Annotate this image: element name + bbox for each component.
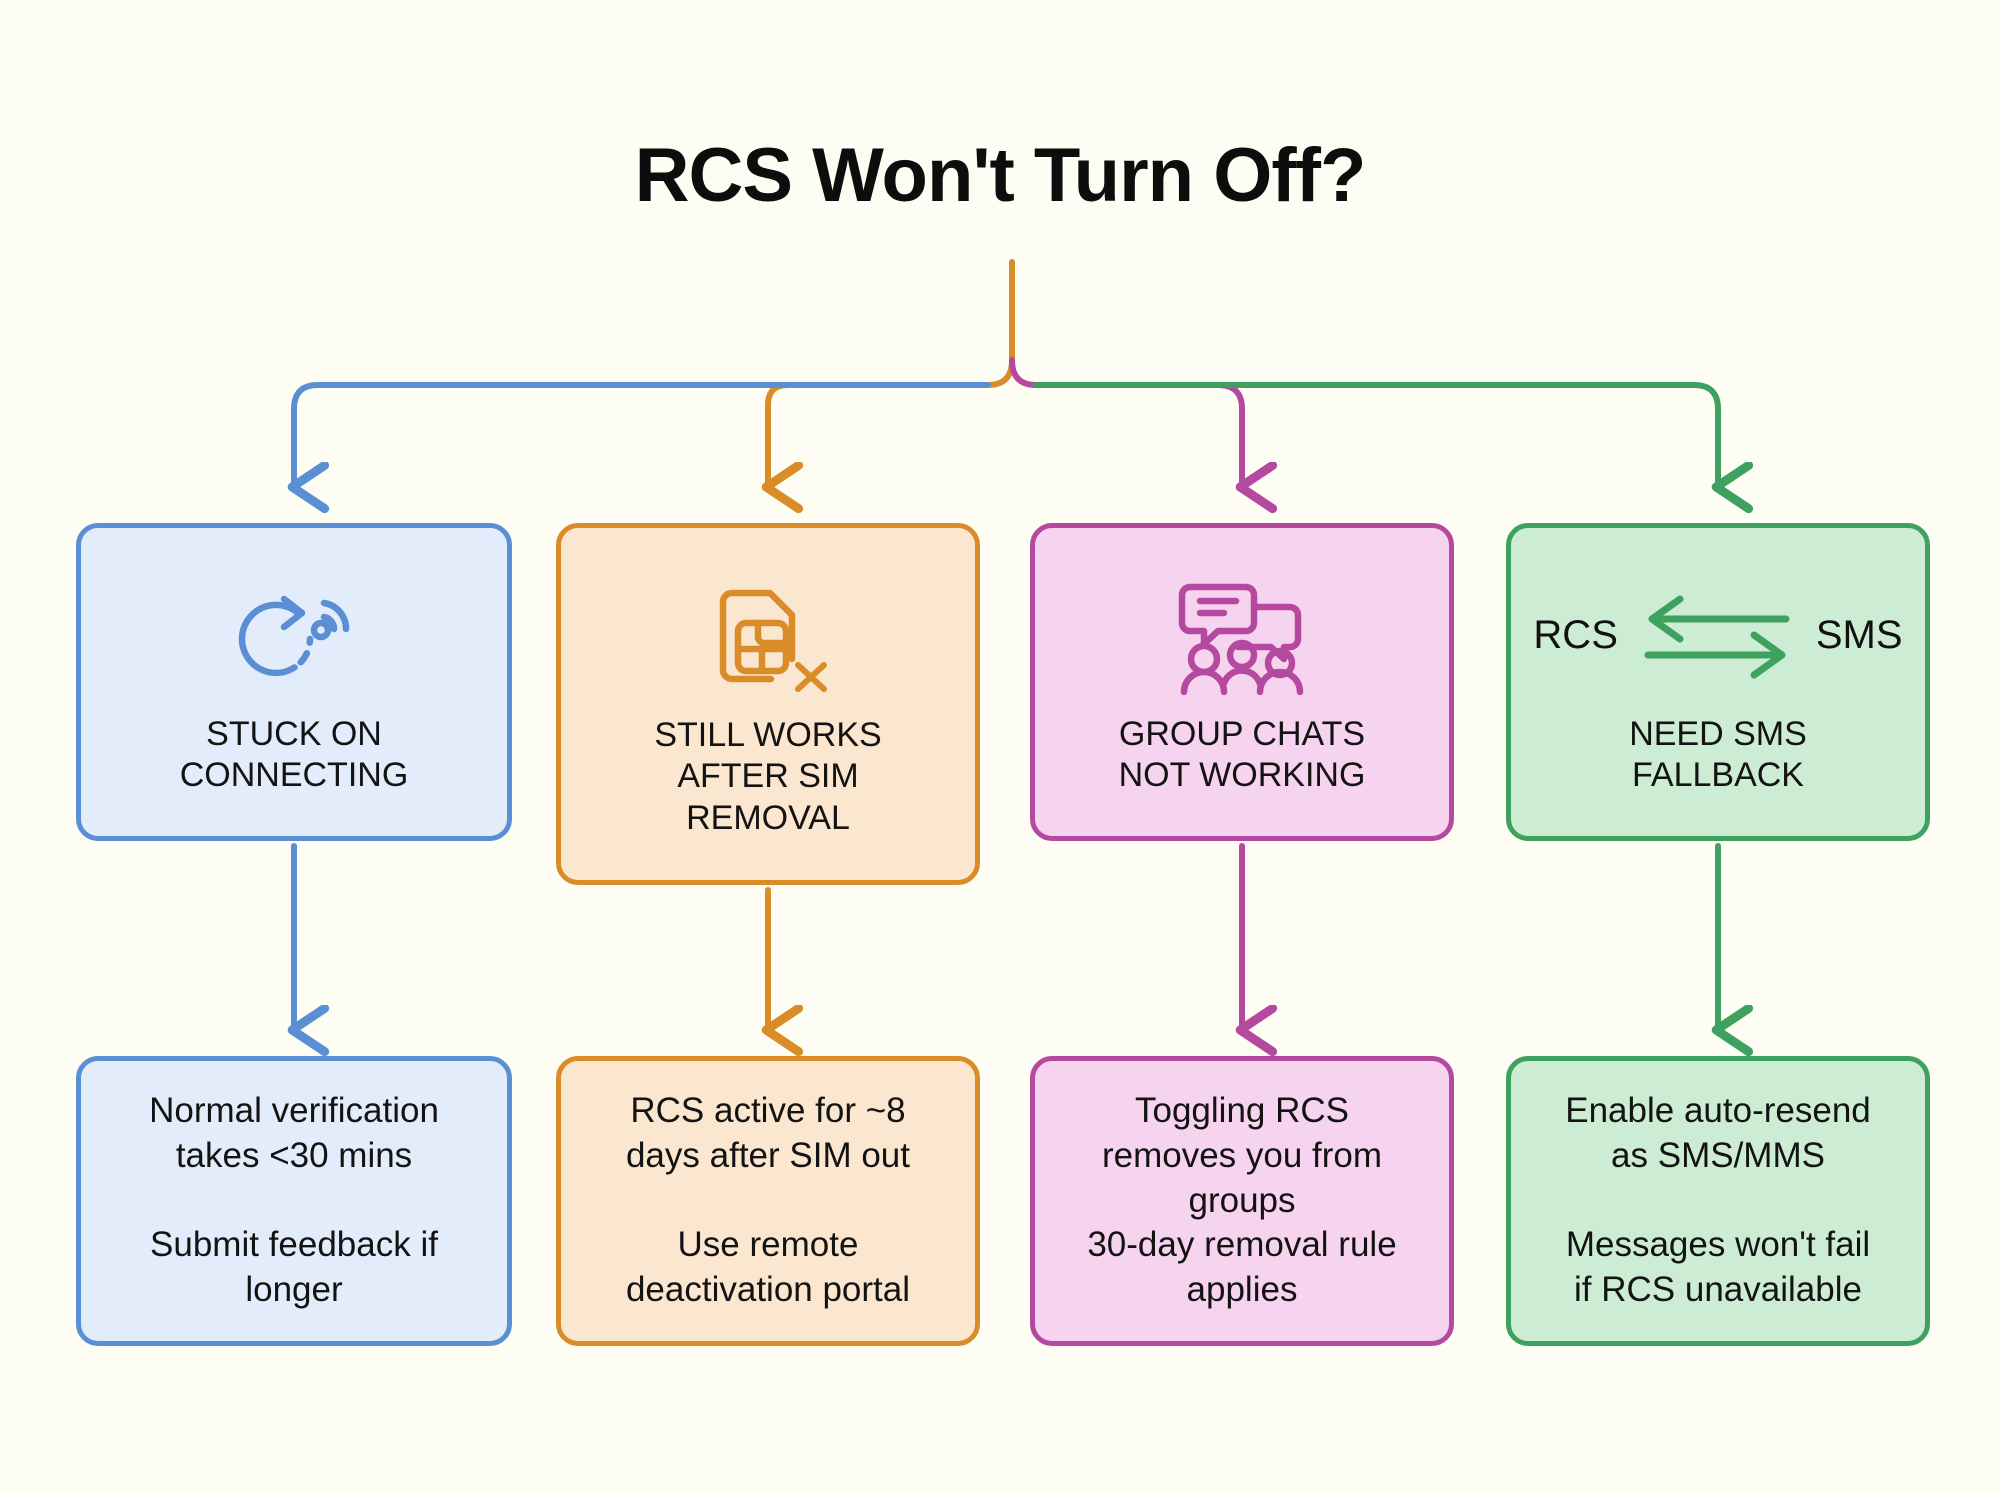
node-need-sms-fallback[interactable]: RCS SMS NEED SMS FALLBACK [1506,523,1930,841]
node-still-works-after-sim-removal[interactable]: STILL WORKS AFTER SIM REMOVAL [556,523,980,885]
icon-wrap [1045,566,1439,706]
sim-card-removed-icon [719,589,827,692]
icon-wrap [91,566,497,706]
detail-group-chats-not-working[interactable]: Toggling RCS removes you from groups 30-… [1030,1056,1454,1346]
detail-stuck-on-connecting[interactable]: Normal verification takes <30 mins Submi… [76,1056,512,1346]
node-group-chats-not-working[interactable]: GROUP CHATS NOT WORKING [1030,523,1454,841]
detail-text: RCS active for ~8 days after SIM out Use… [625,1091,911,1310]
connecting-spinner-icon [238,595,350,676]
rcs-label: RCS [1533,613,1618,658]
detail-text: Normal verification takes <30 mins Submi… [149,1091,439,1310]
page-title: RCS Won't Turn Off? [634,133,1367,218]
node-label: STILL WORKS AFTER SIM REMOVAL [654,715,882,837]
detail-need-sms-fallback[interactable]: Enable auto-resend as SMS/MMS Messages w… [1506,1056,1930,1346]
rcs-sms-exchange-icon [1644,595,1790,679]
detail-text: Enable auto-resend as SMS/MMS Messages w… [1565,1091,1871,1310]
node-label: GROUP CHATS NOT WORKING [1118,714,1366,794]
icon-wrap [571,567,965,707]
node-label: STUCK ON CONNECTING [179,714,409,794]
sms-label: SMS [1815,613,1903,658]
node-stuck-on-connecting[interactable]: STUCK ON CONNECTING [76,523,512,841]
group-chat-icon [1178,583,1304,695]
detail-still-works-after-sim-removal[interactable]: RCS active for ~8 days after SIM out Use… [556,1056,980,1346]
detail-text: Toggling RCS removes you from groups 30-… [1087,1091,1397,1310]
node-label: NEED SMS FALLBACK [1629,714,1807,794]
icon-wrap: RCS SMS [1521,566,1915,706]
